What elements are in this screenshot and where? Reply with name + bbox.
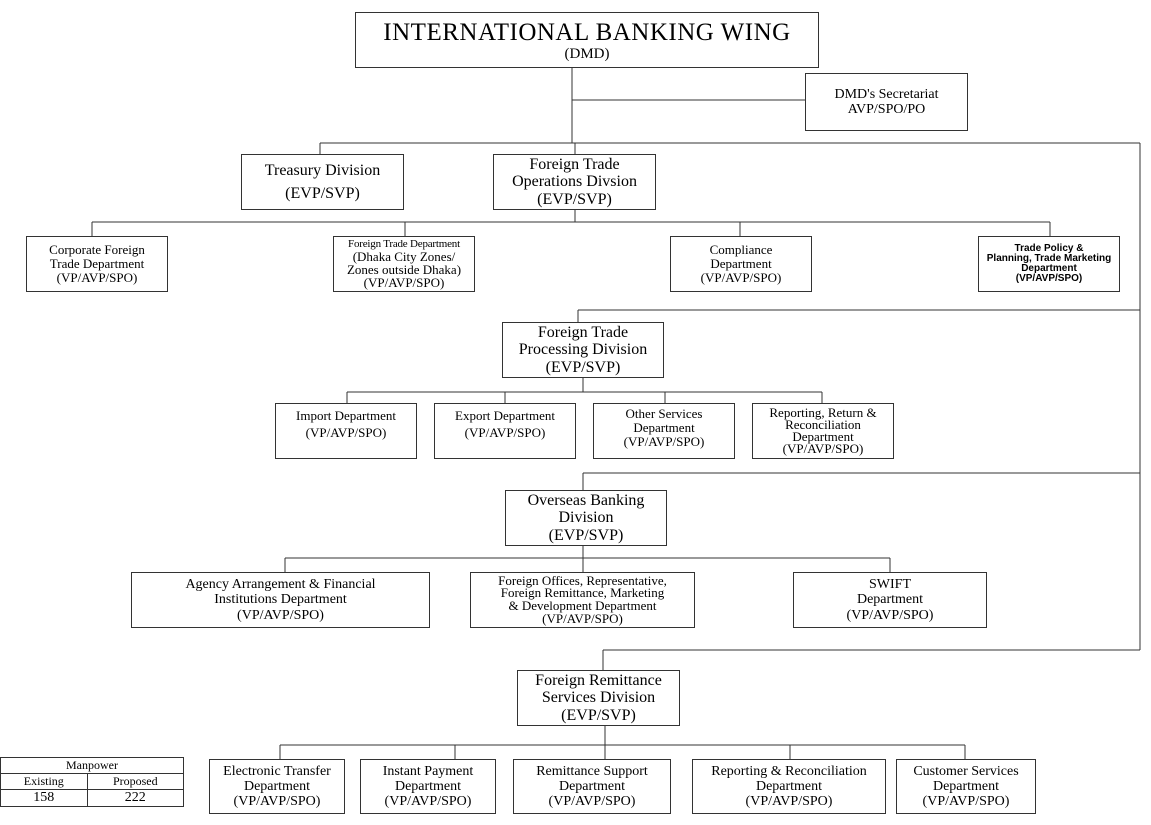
box-line: (VP/AVP/SPO)	[542, 610, 623, 626]
trade-policy-department-box: Trade Policy & Planning, Trade Marketing…	[978, 236, 1120, 292]
box-line: Department	[932, 778, 1000, 794]
box-line: (EVP/SVP)	[537, 190, 612, 208]
box-line: Import Department	[296, 408, 396, 423]
box-line: Operations Divsion	[512, 173, 637, 191]
proposed-label: Proposed	[86, 773, 185, 790]
corporate-foreign-trade-box: Corporate Foreign Trade Department (VP/A…	[26, 236, 168, 292]
import-department-box: Import Department (VP/AVP/SPO)	[275, 403, 417, 459]
foreign-trade-operations-box: Foreign Trade Operations Divsion (EVP/SV…	[493, 154, 656, 210]
box-line: Department	[558, 778, 626, 794]
compliance-department-box: Compliance Department (VP/AVP/SPO)	[670, 236, 812, 292]
box-line: Reporting & Reconciliation	[711, 763, 867, 779]
box-line: Planning, Trade Marketing	[986, 253, 1112, 264]
box-line: (VP/AVP/SPO)	[237, 607, 324, 623]
box-line: (EVP/SVP)	[561, 706, 636, 724]
box-line: (VP/AVP/SPO)	[623, 434, 705, 450]
wing-title: INTERNATIONAL BANKING WING	[383, 19, 791, 46]
box-line: (VP/AVP/SPO)	[56, 270, 138, 286]
electronic-transfer-department-box: Electronic Transfer Department (VP/AVP/S…	[209, 759, 345, 814]
existing-value: 158	[0, 789, 88, 807]
box-line: (VP/AVP/SPO)	[1015, 273, 1083, 284]
box-line: DMD's Secretariat	[834, 86, 939, 102]
box-line: Other Services	[625, 406, 703, 421]
box-line: Department	[755, 778, 823, 794]
box-line: Institutions Department	[214, 592, 347, 608]
box-line: Foreign Remittance, Marketing	[500, 585, 665, 601]
box-line: (VP/AVP/SPO)	[782, 440, 864, 456]
box-line: Reconciliation	[785, 417, 861, 433]
box-line: (VP/AVP/SPO)	[745, 794, 833, 810]
existing-label: Existing	[0, 773, 88, 790]
box-line: Department	[1021, 263, 1077, 274]
instant-payment-department-box: Instant Payment Department (VP/AVP/SPO)	[360, 759, 496, 814]
box-line: (EVP/SVP)	[285, 185, 360, 202]
swift-department-box: SWIFT Department (VP/AVP/SPO)	[793, 572, 987, 628]
box-line: Foreign Trade	[537, 324, 629, 342]
foreign-trade-processing-box: Foreign Trade Processing Division (EVP/S…	[502, 322, 664, 378]
box-line: (VP/AVP/SPO)	[700, 270, 782, 286]
foreign-trade-department-box: Foreign Trade Department (Dhaka City Zon…	[333, 236, 475, 292]
agency-arrangement-department-box: Agency Arrangement & Financial Instituti…	[131, 572, 430, 628]
foreign-remittance-services-box: Foreign Remittance Services Division (EV…	[517, 670, 680, 726]
box-line: Department	[394, 778, 462, 794]
box-line: (Dhaka City Zones/	[352, 249, 456, 264]
box-line: Agency Arrangement & Financial	[185, 577, 376, 593]
box-line: Treasury Division	[264, 161, 381, 179]
box-line: Reporting, Return &	[769, 405, 877, 421]
box-line: (EVP/SVP)	[548, 526, 624, 544]
box-line: (VP/AVP/SPO)	[464, 424, 546, 440]
box-line: Foreign Offices, Representative,	[498, 572, 667, 588]
box-line: Services Division	[541, 689, 656, 707]
box-line: Processing Division	[518, 341, 648, 359]
export-department-box: Export Department (VP/AVP/SPO)	[434, 403, 576, 459]
box-line: Department	[856, 592, 924, 608]
box-line: Compliance	[709, 241, 773, 257]
treasury-division-box: Treasury Division (EVP/SVP)	[241, 154, 404, 210]
box-line: Export Department	[455, 408, 555, 423]
box-line: (VP/AVP/SPO)	[233, 794, 321, 810]
box-line: Division	[558, 509, 614, 527]
secretariat-box: DMD's Secretariat AVP/SPO/PO	[805, 73, 968, 131]
reporting-reconciliation-department-box: Reporting & Reconciliation Department (V…	[692, 759, 886, 814]
box-line: (VP/AVP/SPO)	[846, 607, 934, 623]
box-line: AVP/SPO/PO	[847, 102, 926, 117]
box-line: (VP/AVP/SPO)	[384, 794, 472, 810]
box-line: SWIFT	[869, 577, 911, 593]
box-line: Trade Department	[49, 255, 145, 271]
box-line: Zones outside Dhaka)	[346, 262, 462, 277]
box-line: (VP/AVP/SPO)	[922, 794, 1010, 810]
foreign-offices-department-box: Foreign Offices, Representative, Foreign…	[470, 572, 695, 628]
box-line: Foreign Trade Department	[348, 238, 460, 250]
proposed-value: 222	[86, 789, 185, 807]
box-line: Trade Policy &	[1014, 243, 1084, 254]
box-line: Remittance Support	[536, 763, 648, 779]
box-line: Instant Payment	[382, 763, 474, 779]
box-line: Electronic Transfer	[223, 763, 331, 779]
box-line: Corporate Foreign	[49, 241, 145, 257]
manpower-table: Manpower Existing Proposed 158 222	[0, 757, 185, 807]
customer-services-department-box: Customer Services Department (VP/AVP/SPO…	[896, 759, 1036, 814]
wing-box: INTERNATIONAL BANKING WING (DMD)	[355, 12, 819, 68]
box-line: (VP/AVP/SPO)	[305, 424, 387, 440]
overseas-banking-box: Overseas Banking Division (EVP/SVP)	[505, 490, 667, 546]
wing-subtitle: (DMD)	[564, 46, 610, 62]
box-line: & Development Department	[508, 598, 657, 613]
box-line: (VP/AVP/SPO)	[363, 275, 445, 290]
box-line: Customer Services	[913, 763, 1019, 779]
box-line: Department	[633, 420, 695, 436]
remittance-support-department-box: Remittance Support Department (VP/AVP/SP…	[513, 759, 671, 814]
box-line: Overseas Banking	[527, 492, 645, 510]
box-line: Department	[792, 429, 854, 444]
box-line: Department	[710, 255, 772, 271]
other-services-department-box: Other Services Department (VP/AVP/SPO)	[593, 403, 735, 459]
manpower-header: Manpower	[0, 757, 184, 774]
box-line: Department	[243, 778, 311, 794]
box-line: (EVP/SVP)	[545, 358, 621, 376]
box-line: Foreign Trade	[529, 156, 620, 174]
box-line: Foreign Remittance	[535, 672, 662, 690]
box-line: (VP/AVP/SPO)	[548, 794, 636, 810]
reporting-return-department-box: Reporting, Return & Reconciliation Depar…	[752, 403, 894, 459]
